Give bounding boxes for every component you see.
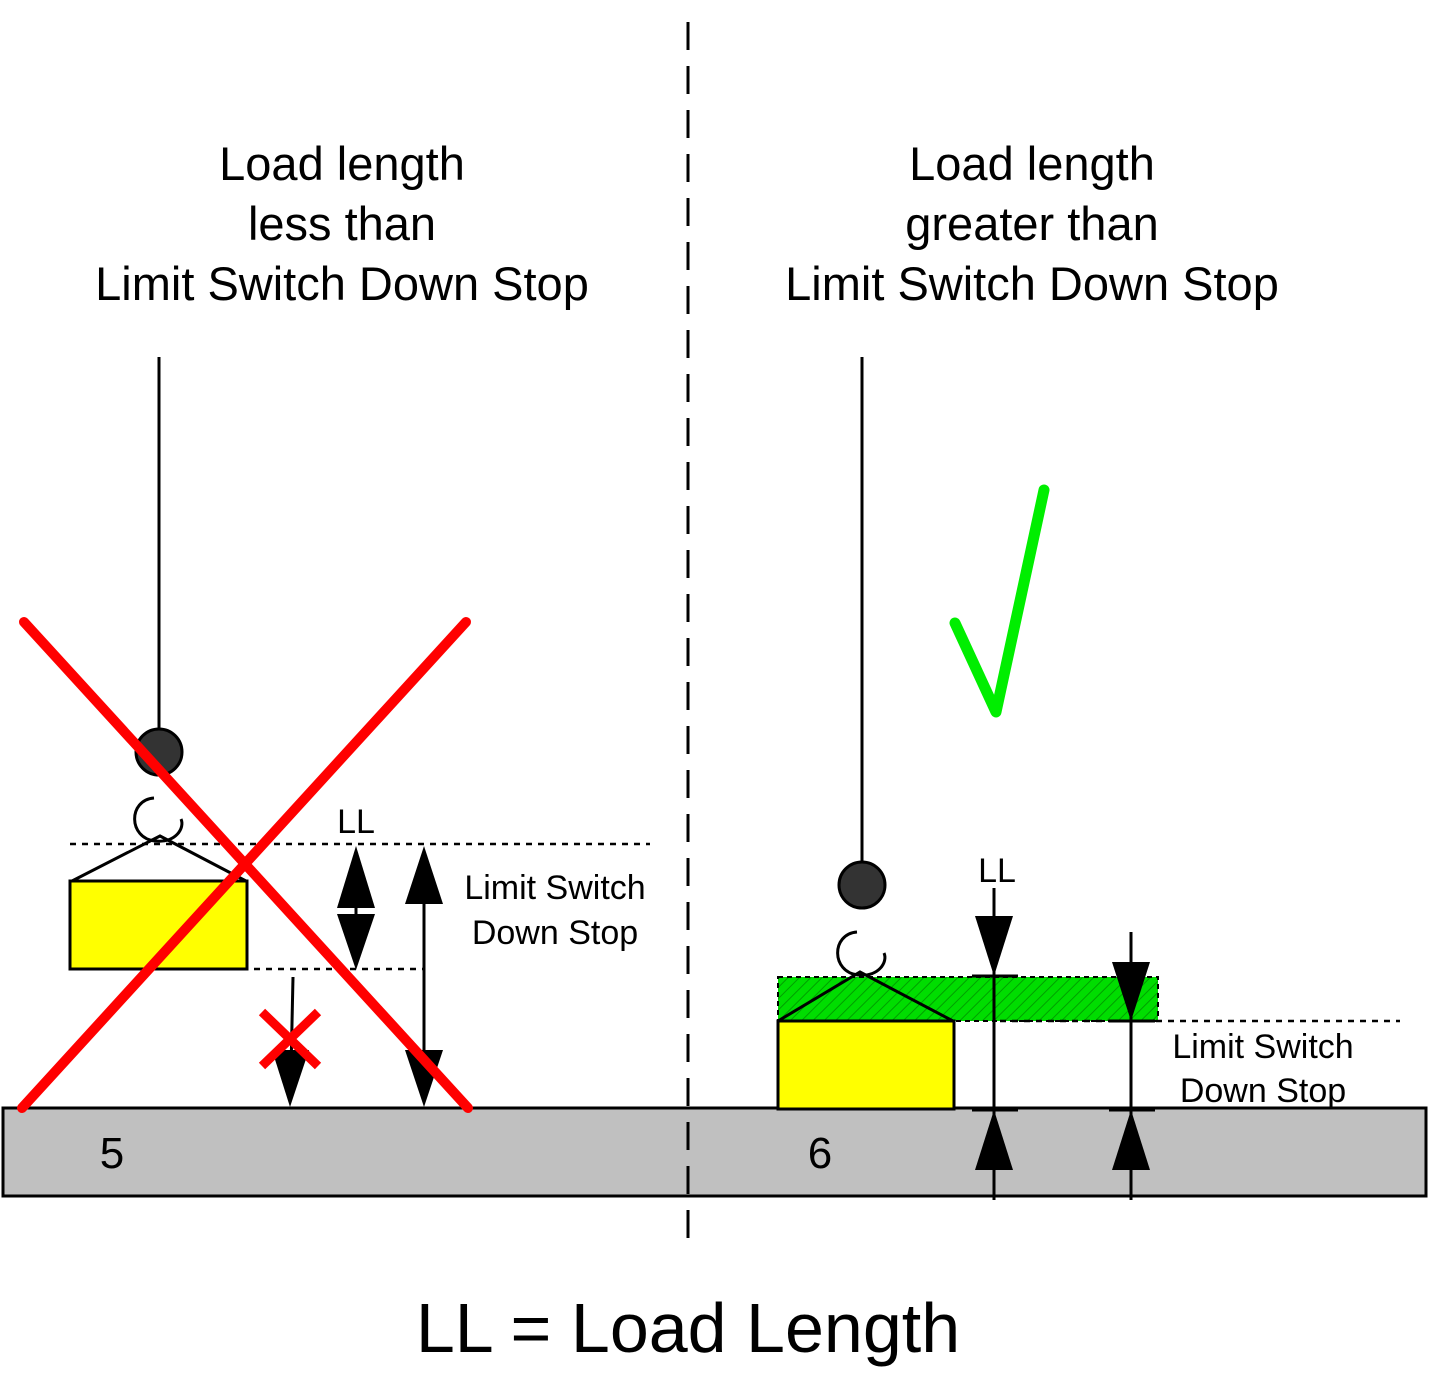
- left-title-line-3: Limit Switch Down Stop: [95, 257, 589, 310]
- right-ll-arrow-up-icon: [975, 1110, 1013, 1170]
- right-ll-label: LL: [978, 852, 1016, 890]
- left-descend-arrow-head-icon: [272, 1050, 309, 1107]
- right-ll-arrow-down-icon: [975, 916, 1013, 976]
- legend-text: LL = Load Length: [416, 1289, 960, 1367]
- right-title-line-1: Load length: [909, 137, 1155, 190]
- right-title-line-2: greater than: [905, 197, 1158, 250]
- right-floor-number: 6: [808, 1129, 832, 1178]
- right-hook-icon: [836, 930, 887, 977]
- left-hook-icon: [133, 796, 184, 843]
- right-hook-ball-icon: [837, 860, 887, 910]
- left-ll-arrow-up-icon: [337, 846, 375, 908]
- green-check-icon: [949, 484, 1050, 718]
- left-sling: [71, 834, 247, 883]
- left-title-line-1: Load length: [219, 137, 465, 190]
- right-load-extension: [777, 976, 1159, 1022]
- left-title-line-2: less than: [248, 197, 436, 250]
- left-floor-number: 5: [100, 1129, 124, 1178]
- red-cross-icon: [17, 617, 473, 1113]
- left-limit-arrow-up-icon: [405, 846, 443, 904]
- left-ll-arrow-down-icon: [337, 914, 375, 970]
- left-limit-label-line-1: Limit Switch: [464, 869, 645, 907]
- right-limit-arrow-up-icon: [1112, 1110, 1150, 1170]
- right-panel: Load length greater than Limit Switch Do…: [776, 137, 1400, 1200]
- right-limit-label-line-2: Down Stop: [1180, 1072, 1346, 1110]
- right-limit-label-line-1: Limit Switch: [1172, 1028, 1353, 1066]
- right-limit-arrow-down-icon: [1112, 962, 1150, 1021]
- right-load-box: [776, 1019, 956, 1111]
- right-sling: [777, 970, 954, 1023]
- small-red-x-icon: [258, 1008, 322, 1070]
- left-panel: Load length less than Limit Switch Down …: [17, 137, 650, 1178]
- left-limit-label-line-2: Down Stop: [472, 914, 638, 952]
- right-title-line-3: Limit Switch Down Stop: [785, 257, 1279, 310]
- floor-slab: [1, 1106, 1428, 1198]
- left-ll-label: LL: [337, 803, 375, 841]
